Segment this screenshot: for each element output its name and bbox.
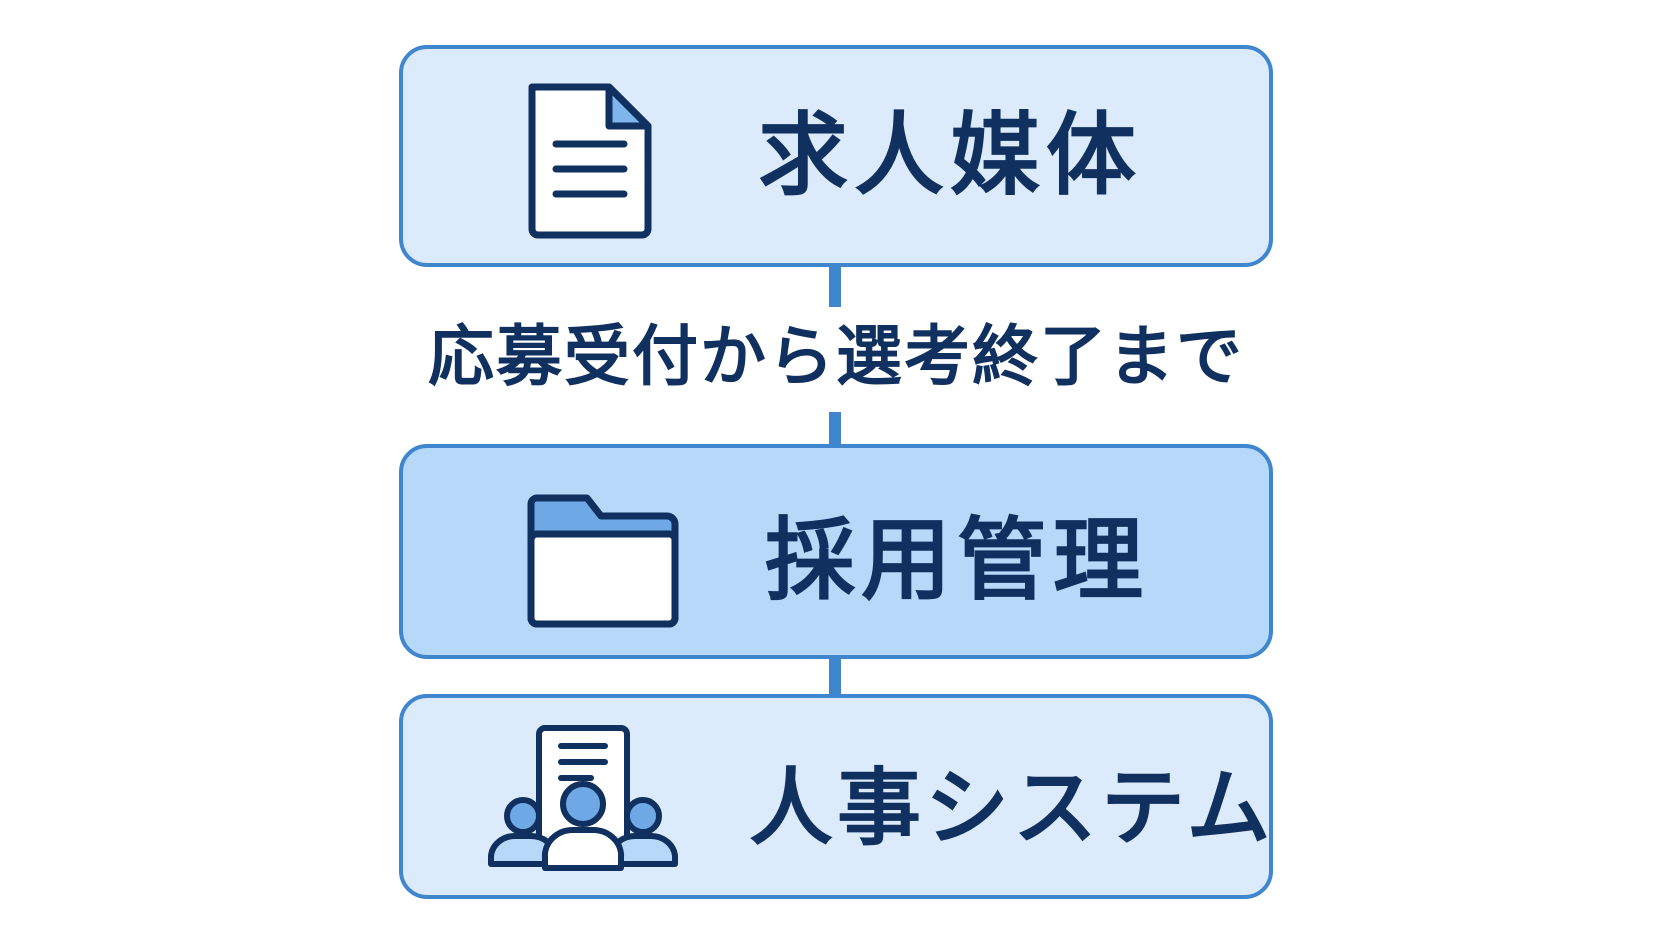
connector-line (829, 267, 841, 307)
connector-line (829, 412, 841, 444)
node-label: 求人媒体 (758, 103, 1142, 208)
people-icon (483, 720, 683, 884)
node-job-media: 求人媒体 (399, 45, 1273, 267)
node-recruitment-management: 採用管理 (399, 444, 1273, 659)
node-label: 採用管理 (765, 508, 1149, 613)
connector-caption: 応募受付から選考終了まで (428, 318, 1244, 395)
node-hr-system: 人事システム (399, 694, 1273, 899)
folder-icon (523, 490, 683, 634)
document-icon (524, 79, 654, 243)
connector-line (829, 659, 841, 694)
node-label: 人事システム (749, 759, 1275, 857)
